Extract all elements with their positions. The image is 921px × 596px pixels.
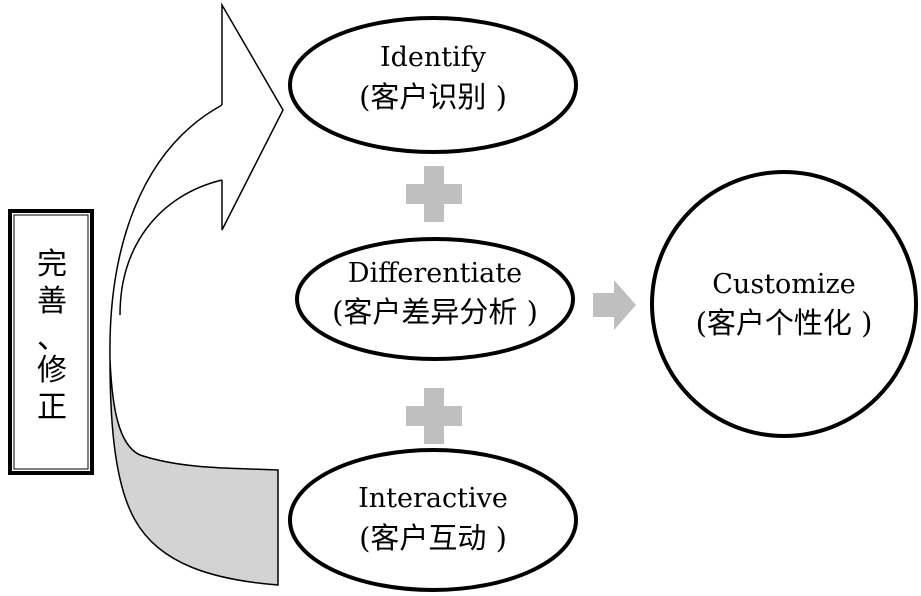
customize-label-zh: (客户个性化 ) — [696, 306, 873, 340]
node-identify: Identify (客户识别 ) — [288, 16, 578, 154]
identify-label-zh: (客户识别 ) — [359, 80, 507, 114]
differentiate-label-en: Differentiate — [348, 258, 522, 289]
refine-box: 完善、 修正 — [8, 209, 94, 475]
refine-box-frame — [8, 209, 94, 475]
differentiate-label-zh: (客户差异分析 ) — [332, 295, 538, 329]
refine-box-inner-frame — [13, 214, 89, 470]
plus-icon — [406, 166, 462, 222]
interactive-label-en: Interactive — [358, 483, 508, 514]
differentiate-ellipse — [295, 237, 575, 361]
interactive-ellipse — [288, 448, 578, 592]
identify-label-en: Identify — [380, 42, 487, 73]
loop-arrow-head — [221, 2, 284, 231]
loop-ribbon-shade — [109, 359, 279, 586]
node-differentiate: Differentiate (客户差异分析 ) — [295, 237, 575, 361]
identify-ellipse — [288, 16, 578, 154]
node-customize: Customize (客户个性化 ) — [650, 170, 918, 438]
node-interactive: Interactive (客户互动 ) — [288, 448, 578, 592]
refine-box-line1: 完善、 — [37, 247, 67, 356]
customize-circle — [650, 170, 918, 438]
loop-inner-edge — [119, 179, 223, 316]
curved-arrow-icon — [109, 2, 284, 586]
right-arrow-icon — [593, 280, 636, 330]
interactive-label-zh: (客户互动 ) — [359, 521, 507, 555]
refine-box-line2: 修正 — [37, 353, 67, 425]
plus-icon — [406, 388, 462, 444]
customize-label-en: Customize — [712, 269, 855, 300]
loop-outer-edge — [109, 104, 223, 361]
